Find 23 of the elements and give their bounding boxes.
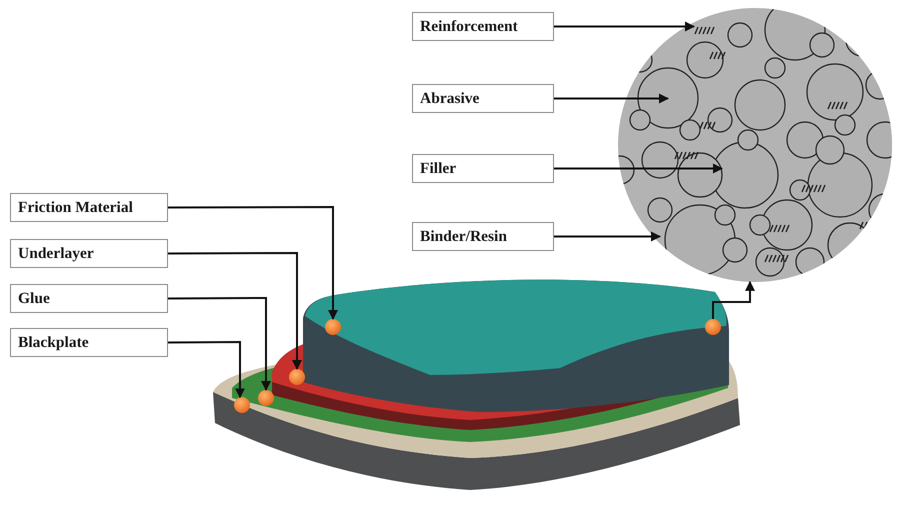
marker-dot: [289, 369, 305, 385]
leader-arrow: [554, 94, 669, 104]
label-box: Glue: [10, 284, 168, 313]
label-box: Binder/Resin: [412, 222, 554, 251]
leader-arrow: [168, 206, 338, 320]
leader-arrow: [554, 22, 695, 32]
leader-arrow: [168, 297, 271, 391]
marker-dot: [325, 319, 341, 335]
leader-arrow: [168, 252, 302, 370]
leader-arrow: [554, 232, 661, 242]
marker-dot: [705, 319, 721, 335]
label-box: Reinforcement: [412, 12, 554, 41]
marker-dot: [234, 397, 250, 413]
marker-dot: [258, 390, 274, 406]
leader-arrow: [168, 341, 245, 398]
arrow: [712, 280, 755, 319]
leader-arrow: [554, 164, 723, 174]
magnified-material-drawing: [618, 8, 892, 282]
label-box: Blackplate: [10, 328, 168, 357]
label-box: Friction Material: [10, 193, 168, 222]
label-box: Filler: [412, 154, 554, 183]
label-box: Abrasive: [412, 84, 554, 113]
label-box: Underlayer: [10, 239, 168, 268]
